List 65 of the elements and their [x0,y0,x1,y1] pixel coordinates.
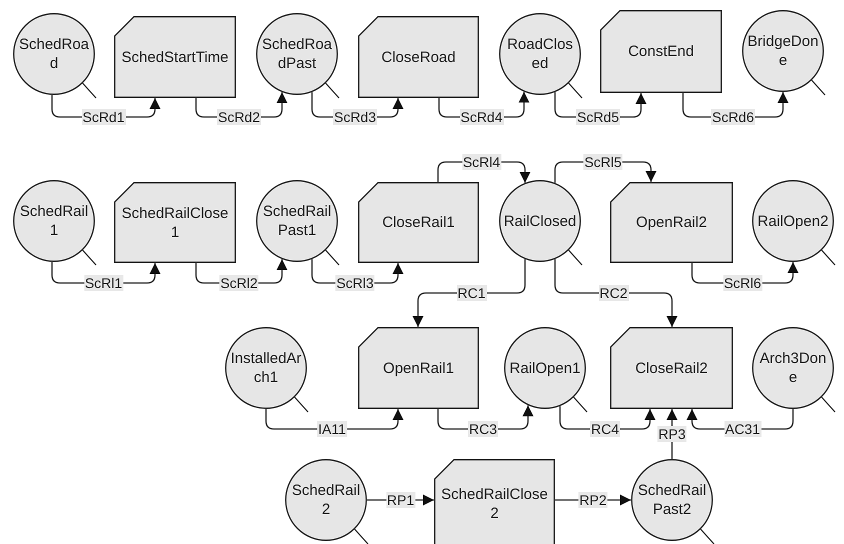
edge-label: RC1 [456,285,486,301]
edge-label: ScRd1 [81,109,126,125]
node-label: SchedRailPast2 [636,481,708,519]
edge-label: ScRl3 [335,275,375,291]
node-label: RailOpen1 [508,358,582,378]
place-circle [13,13,95,95]
place-circle [631,459,713,541]
edge-label: ScRd2 [216,109,262,125]
node-label: SchedRoadPast [260,35,334,73]
transition-box [434,459,555,544]
transition-box [114,182,236,263]
place-circle [752,327,834,409]
edge-label: RC2 [598,285,628,301]
place-circle [225,327,307,409]
edge-label: ScRl4 [462,154,502,170]
node-label: SchedRail1 [18,202,90,240]
place-circle [256,180,338,262]
edge-label: RC4 [590,421,620,437]
node-label: ConstEnd [627,42,695,61]
edge-label: ScRl2 [219,275,259,291]
node-label: OpenRail2 [635,213,708,232]
place-circle [742,10,824,92]
place-circle [499,180,581,262]
edge-label: ScRl1 [84,275,124,291]
node-label: SchedRailClose2 [440,485,549,523]
transition-box [358,327,479,409]
node-label: Arch3Done [758,349,828,387]
edge-label: RC3 [468,421,498,437]
edge-label: AC31 [724,421,762,437]
transition-box [610,182,733,263]
edge-label: ScRd4 [459,109,504,125]
place-circle [752,180,834,262]
node-label: CloseRail2 [634,358,709,378]
transition-box [610,327,733,409]
node-label: RailOpen2 [756,212,830,230]
node-label: SchedRail2 [290,481,362,519]
edge-label: ScRl5 [583,154,623,170]
place-circle [285,459,367,541]
transition-box [600,10,722,93]
node-label: SchedRoad [18,35,90,73]
node-label: RailClosed [503,212,577,230]
edge-label: IA11 [317,421,347,437]
edge-label: RP2 [578,492,608,508]
place-circle [504,327,586,409]
transition-box [358,182,479,263]
edge-label: ScRd3 [332,109,378,125]
node-label: SchedStartTime [120,48,230,66]
node-label: OpenRail1 [382,358,455,378]
transition-box [358,16,479,98]
transition-box [114,16,236,98]
node-label: SchedRailPast1 [262,202,332,240]
node-label: BridgeDone [746,32,820,70]
place-circle [256,13,338,95]
place-circle [13,180,95,262]
edge-label: RP1 [386,492,416,508]
edge-label: ScRd5 [576,109,620,125]
place-circle [499,13,581,95]
edge-label: RP3 [657,426,687,442]
edge-label: ScRd6 [710,109,756,125]
node-label: SchedRailClose1 [120,204,230,242]
edge-label: ScRl6 [722,275,762,291]
node-label: InstalledArch1 [230,349,302,387]
node-label: CloseRail1 [381,213,456,232]
node-label: CloseRoad [380,48,457,66]
node-label: RoadClosed [506,35,574,73]
